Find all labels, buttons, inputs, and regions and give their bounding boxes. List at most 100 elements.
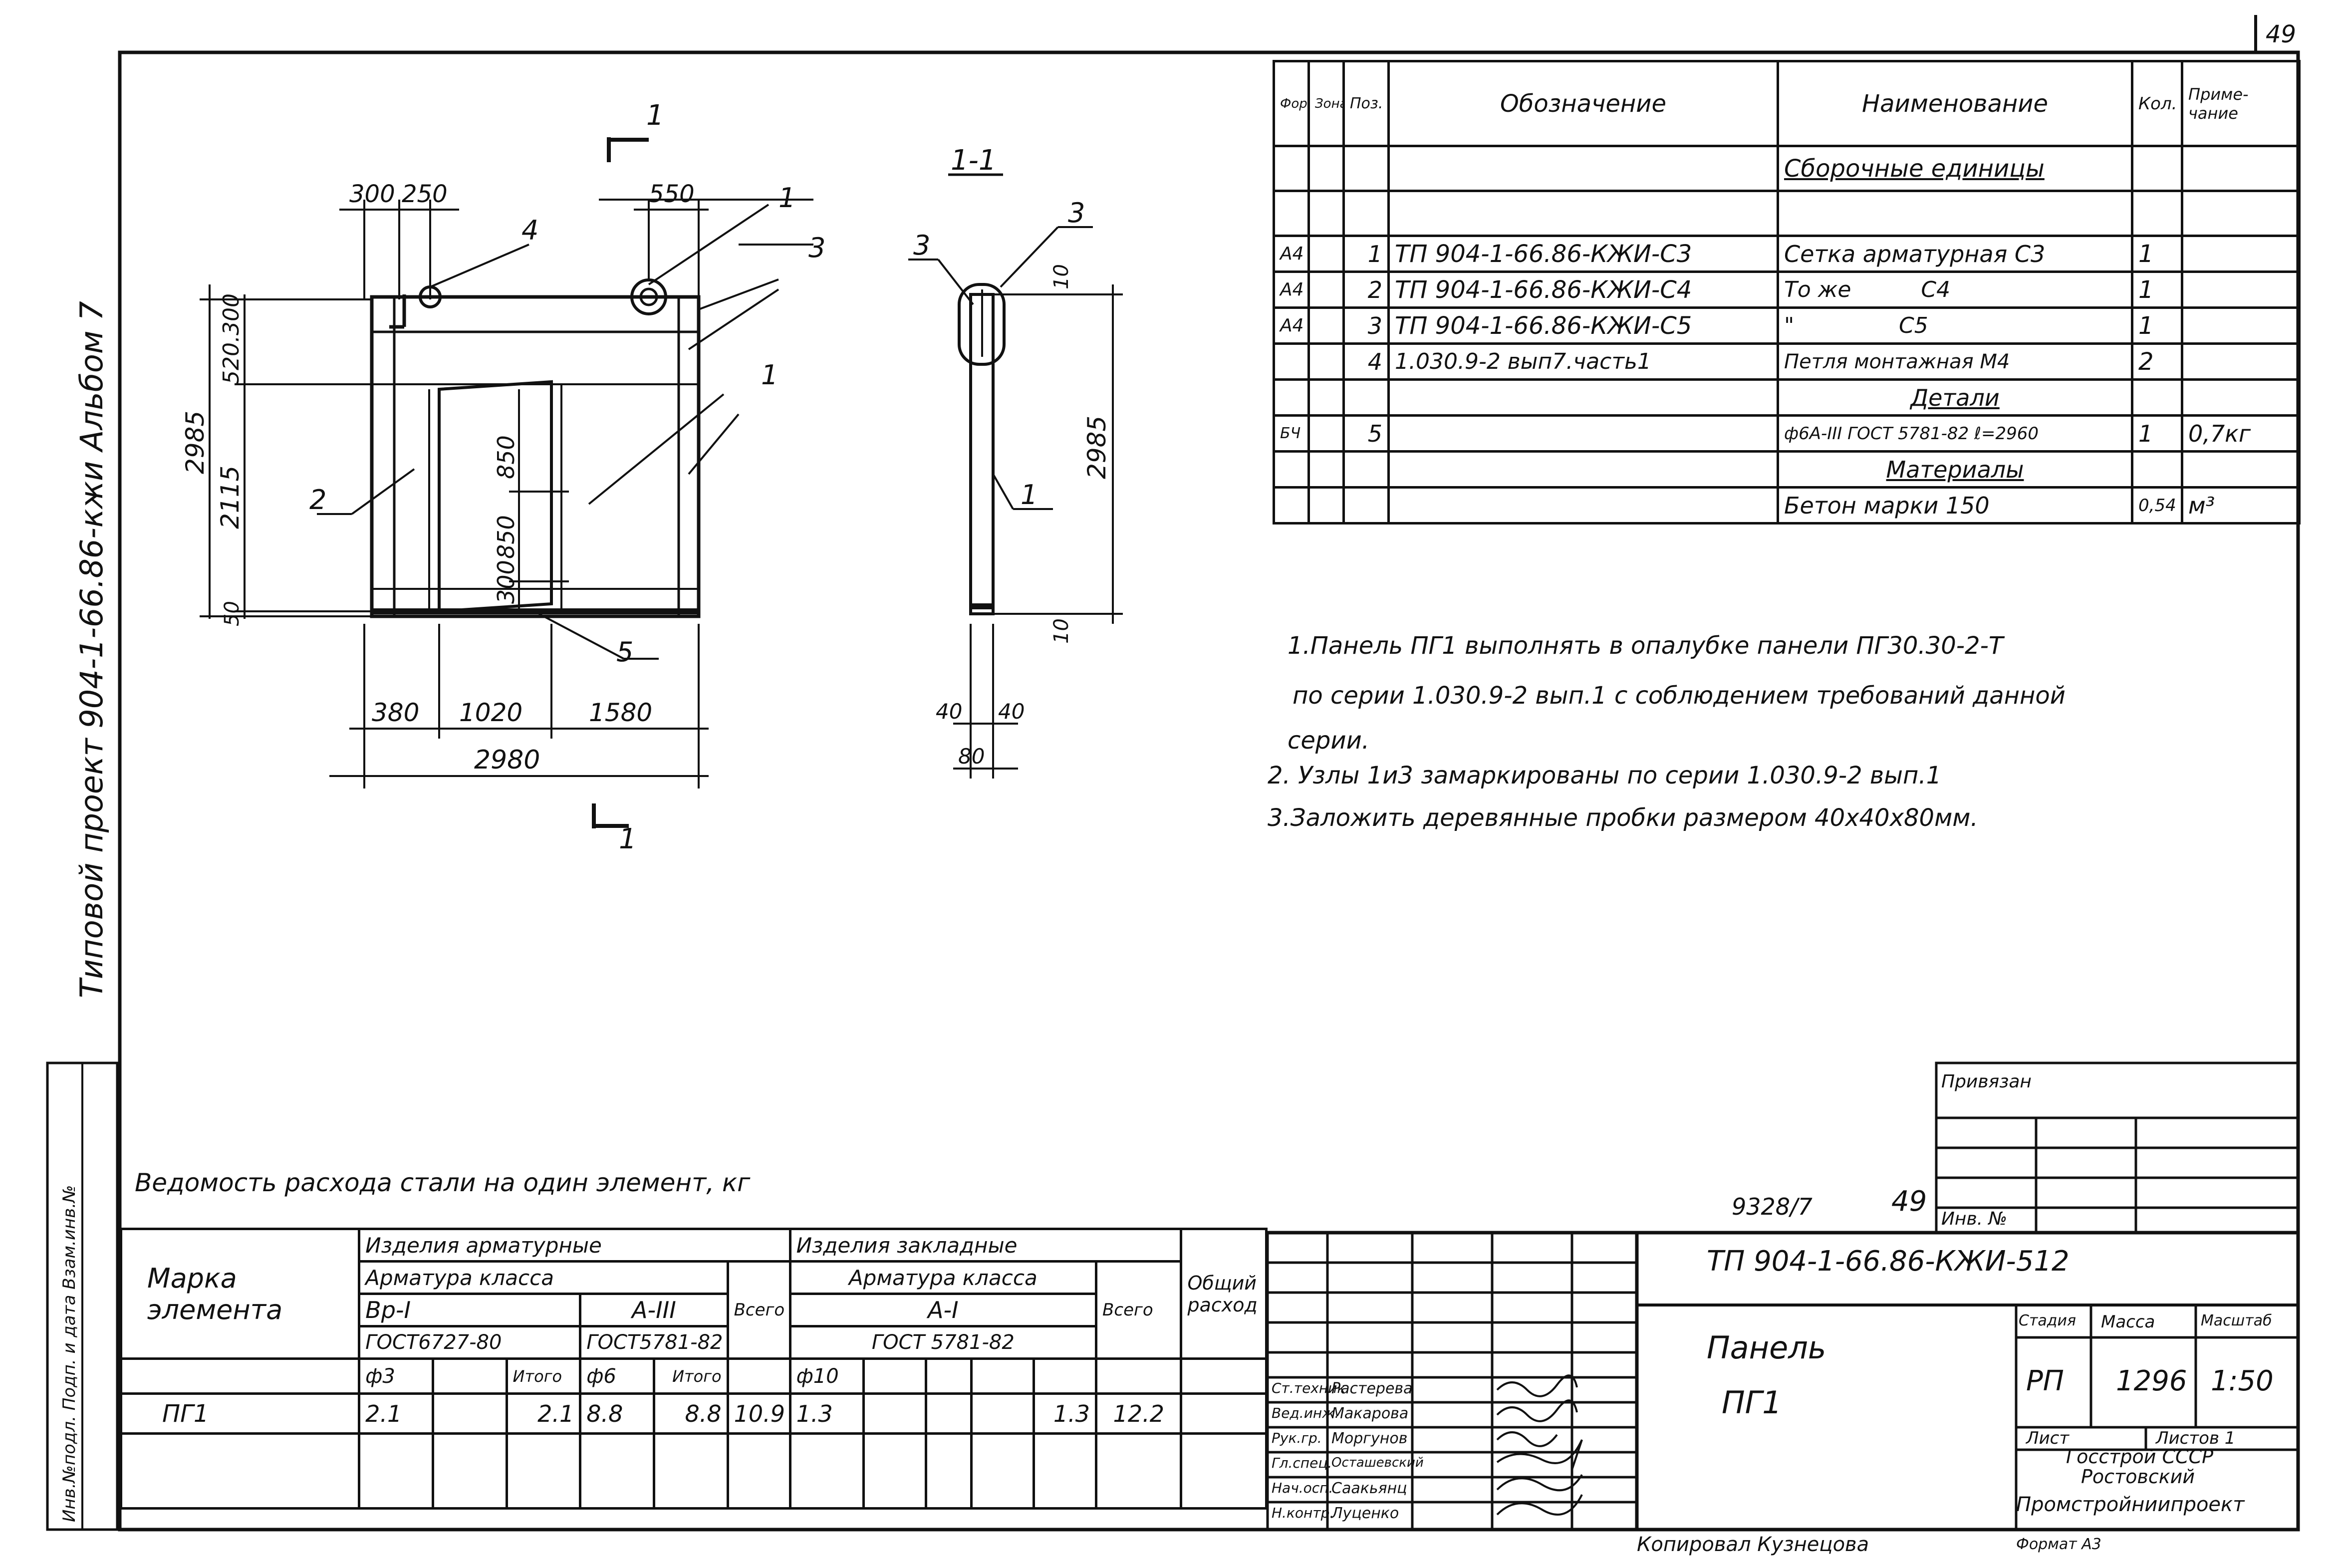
value-itogo1: 2.1 bbox=[505, 1392, 582, 1435]
org-line-2: Ростовский bbox=[2081, 1466, 2195, 1488]
spec-cell: 0,7кг bbox=[2181, 414, 2301, 453]
inv-label: Инв. № bbox=[1941, 1209, 2008, 1229]
org-line-1: Госстрой СССР bbox=[2066, 1446, 2214, 1468]
spec-cell: Бетон марки 150 bbox=[1777, 486, 2133, 524]
sheet-label: Лист bbox=[2026, 1428, 2070, 1448]
scale-label: Масштаб bbox=[2201, 1312, 2272, 1329]
spec-cell: ТП 904-1-66.86-КЖИ-С4 bbox=[1387, 270, 1779, 309]
element-name-2: ПГ1 bbox=[1722, 1384, 1782, 1421]
steel-diam-row: ф3 Итого ф6 Итого ф10 bbox=[119, 1357, 1268, 1395]
panel-front-view bbox=[370, 278, 701, 618]
person-role: Нач.осп. bbox=[1272, 1480, 1333, 1496]
steel-header-row: Вр-I А-III А-I bbox=[121, 1293, 1267, 1327]
value-d6: 8.8 bbox=[579, 1392, 655, 1435]
spec-cell: БЧ bbox=[1273, 414, 1310, 453]
class-a3: А-III bbox=[579, 1293, 729, 1327]
person-role: Н.контр. bbox=[1272, 1505, 1334, 1521]
spec-cell: 1 bbox=[2131, 270, 2183, 309]
dim-total-2980: 2980 bbox=[474, 745, 540, 775]
org-line-3: Промстройниипроект bbox=[2016, 1493, 2245, 1516]
spec-row: Бетон марки 150 0,54 м³ bbox=[1273, 486, 2301, 524]
note-line: 2. Узлы 1и3 замаркированы по серии 1.030… bbox=[1268, 762, 1942, 789]
steel-header-row: Арматура класса Всего Арматура класса Вс… bbox=[121, 1260, 1267, 1360]
section-callout-3b: 3 bbox=[1068, 197, 1085, 229]
sheets-label: Листов 1 bbox=[2156, 1428, 2236, 1448]
person-name: Осташевский bbox=[1331, 1455, 1424, 1470]
class-label-embedded: Арматура класса bbox=[788, 1260, 1098, 1295]
callout-2: 2 bbox=[309, 484, 326, 516]
section-dim-10-top: 10 bbox=[1050, 264, 1073, 289]
spec-section-assembly: Сборочные единицы bbox=[1777, 145, 2133, 192]
value-d10: 1.3 bbox=[788, 1392, 865, 1435]
gost-bp: ГОСТ6727-80 bbox=[358, 1325, 582, 1360]
section-dim-80: 80 bbox=[958, 744, 985, 769]
specification-table: Формат Зона Поз. Обозначение Наименовани… bbox=[1273, 60, 2301, 524]
dim-left-520: 520.300 bbox=[219, 293, 244, 384]
privyazan-label: Привязан bbox=[1941, 1071, 2032, 1092]
callout-1-mid: 1 bbox=[761, 359, 778, 391]
group-embedded-header: Изделия закладные bbox=[788, 1228, 1183, 1263]
callout-4: 4 bbox=[521, 215, 538, 246]
spec-cell: 4 bbox=[1342, 342, 1390, 381]
diam-6: ф6 bbox=[579, 1357, 655, 1395]
steel-blank-row bbox=[119, 1432, 1268, 1510]
spec-cell: 1 bbox=[1342, 235, 1390, 273]
callout-5: 5 bbox=[616, 636, 633, 668]
signatures bbox=[1496, 1374, 1583, 1516]
spec-header-row: Формат Зона Поз. Обозначение Наименовани… bbox=[1273, 60, 2301, 147]
side-stamp-labels: Инв.№подл. Подп. и дата Взам.инв.№ bbox=[59, 1185, 79, 1522]
dim-center-850b: 850 bbox=[493, 515, 519, 559]
section-callout-3a: 3 bbox=[913, 230, 930, 261]
doc-number: 9328/7 bbox=[1732, 1193, 1813, 1220]
spec-cell: 1 bbox=[2131, 414, 2183, 453]
note-line: по серии 1.030.9-2 вып.1 с соблюдением т… bbox=[1293, 682, 2066, 710]
spec-cell: ф6А-III ГОСТ 5781-82 ℓ=2960 bbox=[1777, 414, 2133, 453]
gost-a3: ГОСТ5781-82 bbox=[579, 1325, 729, 1360]
marka-header: Марка элемента bbox=[119, 1228, 361, 1360]
dim-left-2985: 2985 bbox=[181, 411, 210, 474]
spec-cell: 3 bbox=[1342, 306, 1390, 345]
spec-cell: 1 bbox=[2131, 306, 2183, 345]
spec-cell: 1 bbox=[2131, 235, 2183, 273]
spec-cell: Петля монтажная М4 bbox=[1777, 342, 2133, 381]
section-mark-bottom: 1 bbox=[619, 823, 637, 855]
person-name: Саакьянц bbox=[1331, 1480, 1407, 1497]
steel-header-row: ГОСТ6727-80 ГОСТ5781-82 ГОСТ 5781-82 bbox=[121, 1325, 1267, 1360]
spec-row: Материалы bbox=[1273, 450, 2301, 489]
spec-cell: 5 bbox=[1342, 414, 1390, 453]
note-line: 1.Панель ПГ1 выполнять в опалубке панели… bbox=[1288, 632, 2004, 660]
section-dim-10-bottom: 10 bbox=[1050, 618, 1073, 644]
callout-3: 3 bbox=[808, 232, 825, 263]
diam-10: ф10 bbox=[788, 1357, 865, 1395]
section-title: 1-1 bbox=[951, 144, 996, 177]
front-dimension-lines bbox=[200, 199, 813, 788]
page-number: 49 bbox=[2266, 20, 2297, 48]
spec-cell: А4 bbox=[1273, 306, 1310, 345]
section-cut-marks bbox=[592, 137, 1003, 828]
gost-a1: ГОСТ 5781-82 bbox=[788, 1325, 1098, 1360]
spec-cell: 0,54 bbox=[2131, 486, 2183, 524]
person-role: Гл.спец. bbox=[1272, 1455, 1332, 1471]
itogo-1: Итого bbox=[505, 1357, 582, 1395]
section-dim-2985: 2985 bbox=[1082, 416, 1111, 479]
note-line: серии. bbox=[1288, 727, 1370, 755]
dim-top-300: 300 bbox=[349, 180, 395, 208]
value-d3: 2.1 bbox=[358, 1392, 434, 1435]
dim-top-250: 250 bbox=[402, 180, 448, 208]
section-callout-1: 1 bbox=[1021, 479, 1037, 511]
spec-cell: 1.030.9-2 вып7.часть1 bbox=[1387, 342, 1779, 381]
spec-header-designation: Обозначение bbox=[1387, 60, 1779, 147]
spec-section-materials: Материалы bbox=[1777, 450, 2133, 489]
doc-page: 49 bbox=[1891, 1185, 1927, 1218]
side-project-title: Типовой проект 904-1-66.86-кжи Альбом 7 bbox=[73, 301, 110, 998]
person-name: Моргунов bbox=[1331, 1430, 1408, 1447]
spec-row: 4 1.030.9-2 вып7.часть1 Петля монтажная … bbox=[1273, 342, 2301, 381]
spec-cell: м³ bbox=[2181, 486, 2301, 524]
dim-bottom-1020: 1020 bbox=[459, 698, 522, 727]
value-itogo2: 8.8 bbox=[652, 1392, 729, 1435]
spec-cell: ТП 904-1-66.86-КЖИ-С3 bbox=[1387, 235, 1779, 273]
value-total: 12.2 bbox=[1095, 1392, 1183, 1435]
spec-row: А4 2 ТП 904-1-66.86-КЖИ-С4 То же С4 1 bbox=[1273, 270, 2301, 309]
stage-label: Стадия bbox=[2019, 1312, 2076, 1329]
element-name-1: Панель bbox=[1707, 1329, 1826, 1366]
